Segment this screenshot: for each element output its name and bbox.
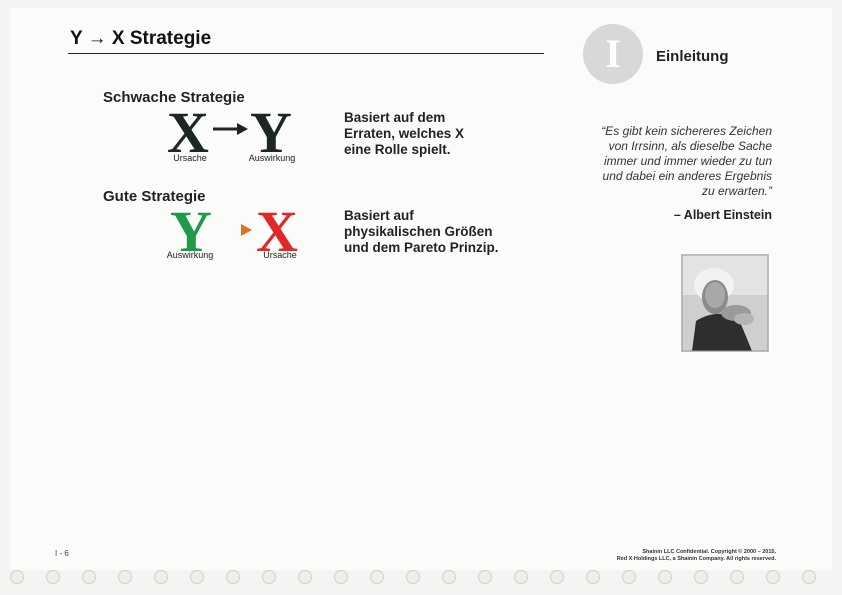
arrow-right-icon [217,224,252,236]
quote-line: und dabei ein anderes Ergebnis [602,169,772,183]
good-strategy-heading: Gute Strategie [103,188,206,205]
binder-hole [370,570,384,584]
weak-left-caption: Ursache [173,153,207,163]
weak-right-letter: Y [250,100,292,165]
quote-line: von Irrsinn, als dieselbe Sache [608,139,772,153]
desc-line: Basiert auf [344,208,414,223]
quote-line: zu erwarten.” [701,184,772,198]
chapter-letter: I [605,31,621,76]
copyright-line: Shainin LLC Confidential. Copyright © 20… [642,549,776,555]
binder-hole [262,570,276,584]
good-left-caption: Auswirkung [166,250,214,260]
einstein-quote: “Es gibt kein sichereres Zeichen von Irr… [560,124,772,199]
binder-hole [766,570,780,584]
binder-hole [154,570,168,584]
good-left-letter: Y [170,199,212,264]
desc-line: eine Rolle spielt. [344,142,451,157]
quote-author: – Albert Einstein [673,208,772,222]
binder-hole [658,570,672,584]
arrow-right-icon [213,123,248,135]
binder-hole [622,570,636,584]
binder-holes [0,568,842,588]
binder-hole [514,570,528,584]
desc-line: physikalischen Größen [344,224,493,239]
good-right-letter: X [256,199,298,264]
desc-line: und dem Pareto Prinzip. [344,240,499,255]
einstein-portrait [681,254,769,352]
binder-hole [190,570,204,584]
binder-hole [406,570,420,584]
desc-line: Basiert auf dem [344,110,446,125]
binder-hole [46,570,60,584]
binder-hole [334,570,348,584]
binder-hole [442,570,456,584]
chapter-title: Einleitung [656,48,729,65]
binder-hole [298,570,312,584]
binder-hole [550,570,564,584]
page-number: I - 6 [55,549,69,558]
binder-hole [694,570,708,584]
title-underline [68,53,544,54]
binder-hole [226,570,240,584]
good-description: Basiert auf physikalischen Größen und de… [344,208,544,256]
binder-hole [586,570,600,584]
copyright-notice: Shainin LLC Confidential. Copyright © 20… [530,549,776,563]
binder-hole [118,570,132,584]
good-right-caption: Ursache [263,250,297,260]
copyright-line: Red X Holdings LLC, a Shainin Company. A… [616,556,776,562]
quote-line: immer und immer wieder zu tun [603,154,772,168]
weak-right-caption: Auswirkung [248,153,296,163]
chapter-badge: I [583,24,643,84]
binder-hole [730,570,744,584]
page-title: Y → X Strategie [70,28,212,49]
binder-hole [478,570,492,584]
binder-hole [82,570,96,584]
desc-line: Erraten, welches X [344,126,465,141]
weak-description: Basiert auf dem Erraten, welches X eine … [344,110,544,158]
quote-line: “Es gibt kein sichereres Zeichen [601,124,772,138]
binder-hole [10,570,24,584]
weak-strategy-heading: Schwache Strategie [103,89,245,106]
weak-left-letter: X [167,100,209,165]
binder-hole [802,570,816,584]
